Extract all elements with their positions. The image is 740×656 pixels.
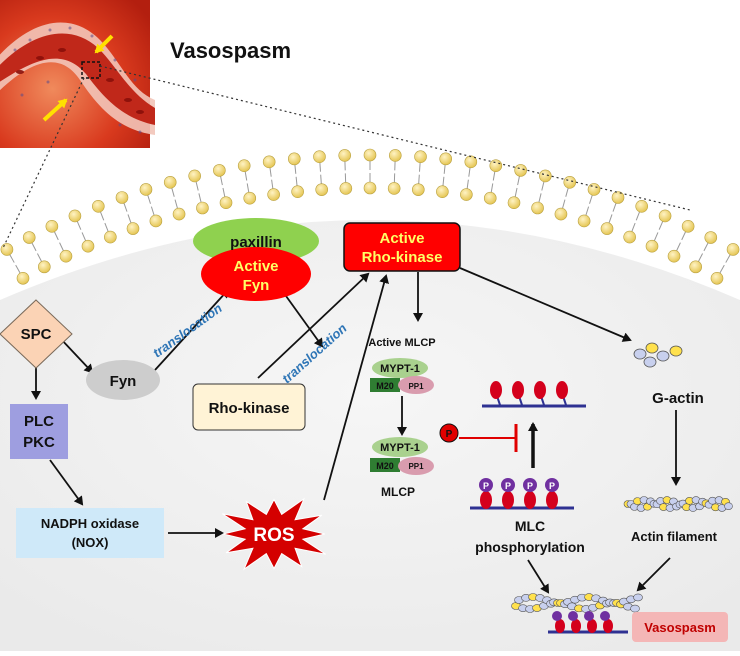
svg-text:P: P xyxy=(527,481,533,491)
pp1-bottom-label: PP1 xyxy=(408,462,424,471)
mypt1-bottom-label: MYPT-1 xyxy=(380,442,420,454)
vasospasm-box-label: Vasospasm xyxy=(644,620,716,635)
cell-interior xyxy=(0,220,740,651)
active-rho-label-2: Rho-kinase xyxy=(362,249,443,266)
pkc-label: PKC xyxy=(23,434,55,451)
active-fyn-label-1: Active xyxy=(233,258,278,275)
actin-filament-label: Actin filament xyxy=(631,529,718,544)
mlc-label-2: phosphorylation xyxy=(475,539,585,555)
g-actin-label: G-actin xyxy=(652,390,704,407)
active-rho-label-1: Active xyxy=(379,230,424,247)
ros-label: ROS xyxy=(253,525,294,546)
plc-label: PLC xyxy=(24,413,54,430)
m20-top-label: M20 xyxy=(376,381,394,391)
mypt1-top-label: MYPT-1 xyxy=(380,363,420,375)
svg-text:P: P xyxy=(483,481,489,491)
rho-kinase-label: Rho-kinase xyxy=(209,400,290,417)
mlcp-label: MLCP xyxy=(381,485,415,499)
title-text: Vasospasm xyxy=(170,38,291,63)
fyn-label: Fyn xyxy=(110,373,137,390)
vessel-image xyxy=(0,0,155,148)
spc-label: SPC xyxy=(21,326,52,343)
pp1-top-label: PP1 xyxy=(408,382,424,391)
active-mlcp-label: Active MLCP xyxy=(368,337,435,349)
active-fyn-label-2: Fyn xyxy=(243,277,270,294)
mlc-label-1: MLC xyxy=(515,518,545,534)
svg-text:P: P xyxy=(549,481,555,491)
m20-bottom-label: M20 xyxy=(376,461,394,471)
paxillin-label: paxillin xyxy=(230,234,282,251)
svg-text:P: P xyxy=(505,481,511,491)
nox-label-2: (NOX) xyxy=(72,535,109,550)
nox-label-1: NADPH oxidase xyxy=(41,516,139,531)
p-mark-label: P xyxy=(446,429,453,440)
